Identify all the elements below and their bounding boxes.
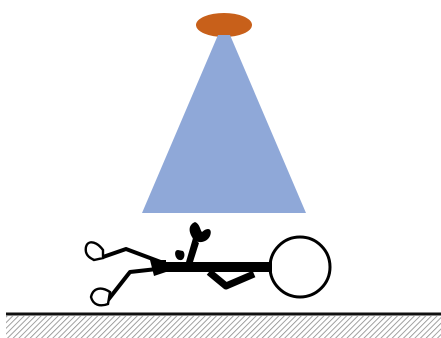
lying-person-figure [86,222,330,305]
figure-torso [166,262,272,272]
figure-lower-foot [91,289,110,306]
figure-upper-foot [86,242,103,260]
light-beam [142,35,306,213]
figure-lower-arm [209,272,254,286]
figure-hip [150,260,166,276]
figure-upper-arm [186,238,199,262]
floor-hatch [6,316,441,338]
figure-head [270,237,330,297]
lamp [196,13,252,37]
figure-fist [175,250,184,260]
